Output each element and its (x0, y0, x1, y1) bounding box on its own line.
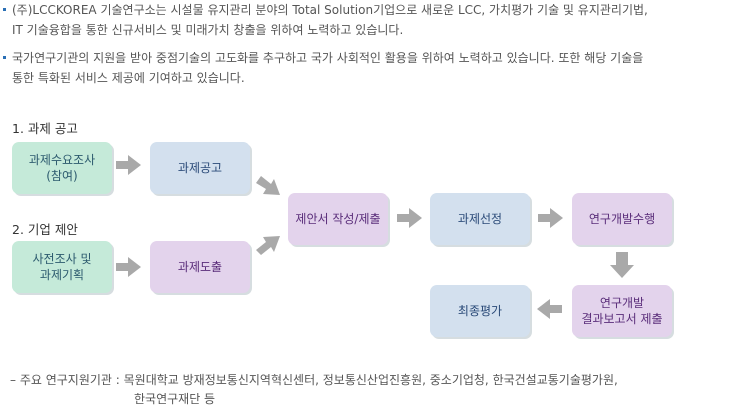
node-proposal-label: 제안서 작성/제출 (295, 212, 381, 226)
footer-line2: 한국연구재단 등 (134, 392, 216, 406)
node-final-eval: 최종평가 (430, 285, 530, 337)
node-task-derivation-label: 과제도출 (177, 260, 223, 274)
arrow-right-icon (116, 155, 141, 175)
node-final-eval-label: 최종평가 (457, 304, 503, 318)
footer-note: – 주요 연구지원기관 : 목원대학교 방재정보통신지역혁신센터, 정보통신산업… (10, 371, 618, 409)
intro-p2-line1: 국가연구기관의 지원을 받아 중점기술의 고도화를 추구하고 국가 사회적인 활… (12, 51, 644, 65)
intro-paragraph-1: (주)LCCKOREA 기술연구소는 시설물 유지관리 분야의 Total So… (3, 0, 743, 40)
node-task-selection: 과제선정 (430, 193, 530, 245)
section-label-company-proposal: 2. 기업 제안 (12, 222, 78, 237)
intro-p1-line2: IT 기술융합을 통한 신규서비스 및 미래가치 창출을 위하여 노력하고 있습… (12, 23, 404, 37)
intro-p1-line1: (주)LCCKOREA 기술연구소는 시설물 유지관리 분야의 Total So… (12, 3, 648, 17)
node-demand-survey-label: 과제수요조사 (참여) (28, 153, 96, 183)
arrow-right-icon (538, 208, 563, 228)
node-report-label: 연구개발 결과보고서 제출 (581, 296, 663, 326)
arrow-down-icon (610, 252, 634, 278)
footer-line1: – 주요 연구지원기관 : 목원대학교 방재정보통신지역혁신센터, 정보통신산업… (10, 373, 618, 387)
arrow-right-icon (116, 257, 141, 277)
node-research-dev-label: 연구개발수행 (588, 212, 656, 226)
intro-paragraph-2: 국가연구기관의 지원을 받아 중점기술의 고도화를 추구하고 국가 사회적인 활… (3, 48, 743, 88)
node-research-dev: 연구개발수행 (572, 193, 672, 245)
node-pre-survey: 사전조사 및 과제기획 (12, 241, 112, 293)
node-task-notice-label: 과제공고 (177, 161, 223, 175)
arrow-left-icon (537, 299, 562, 319)
node-task-notice: 과제공고 (150, 142, 250, 194)
bullet-icon (3, 56, 6, 59)
node-task-derivation: 과제도출 (150, 241, 250, 293)
node-demand-survey: 과제수요조사 (참여) (12, 142, 112, 194)
section-label-task-notice: 1. 과제 공고 (12, 121, 78, 136)
node-pre-survey-label: 사전조사 및 과제기획 (32, 252, 92, 282)
node-proposal: 제안서 작성/제출 (288, 193, 388, 245)
intro-p2-line2: 통한 특화된 서비스 제공에 기여하고 있습니다. (12, 71, 245, 85)
bullet-icon (3, 8, 6, 11)
arrow-right-icon (397, 208, 422, 228)
arrow-diagonal-up-icon (256, 236, 280, 255)
node-task-selection-label: 과제선정 (457, 212, 503, 226)
node-report: 연구개발 결과보고서 제출 (572, 285, 672, 337)
arrow-diagonal-down-icon (256, 176, 280, 195)
